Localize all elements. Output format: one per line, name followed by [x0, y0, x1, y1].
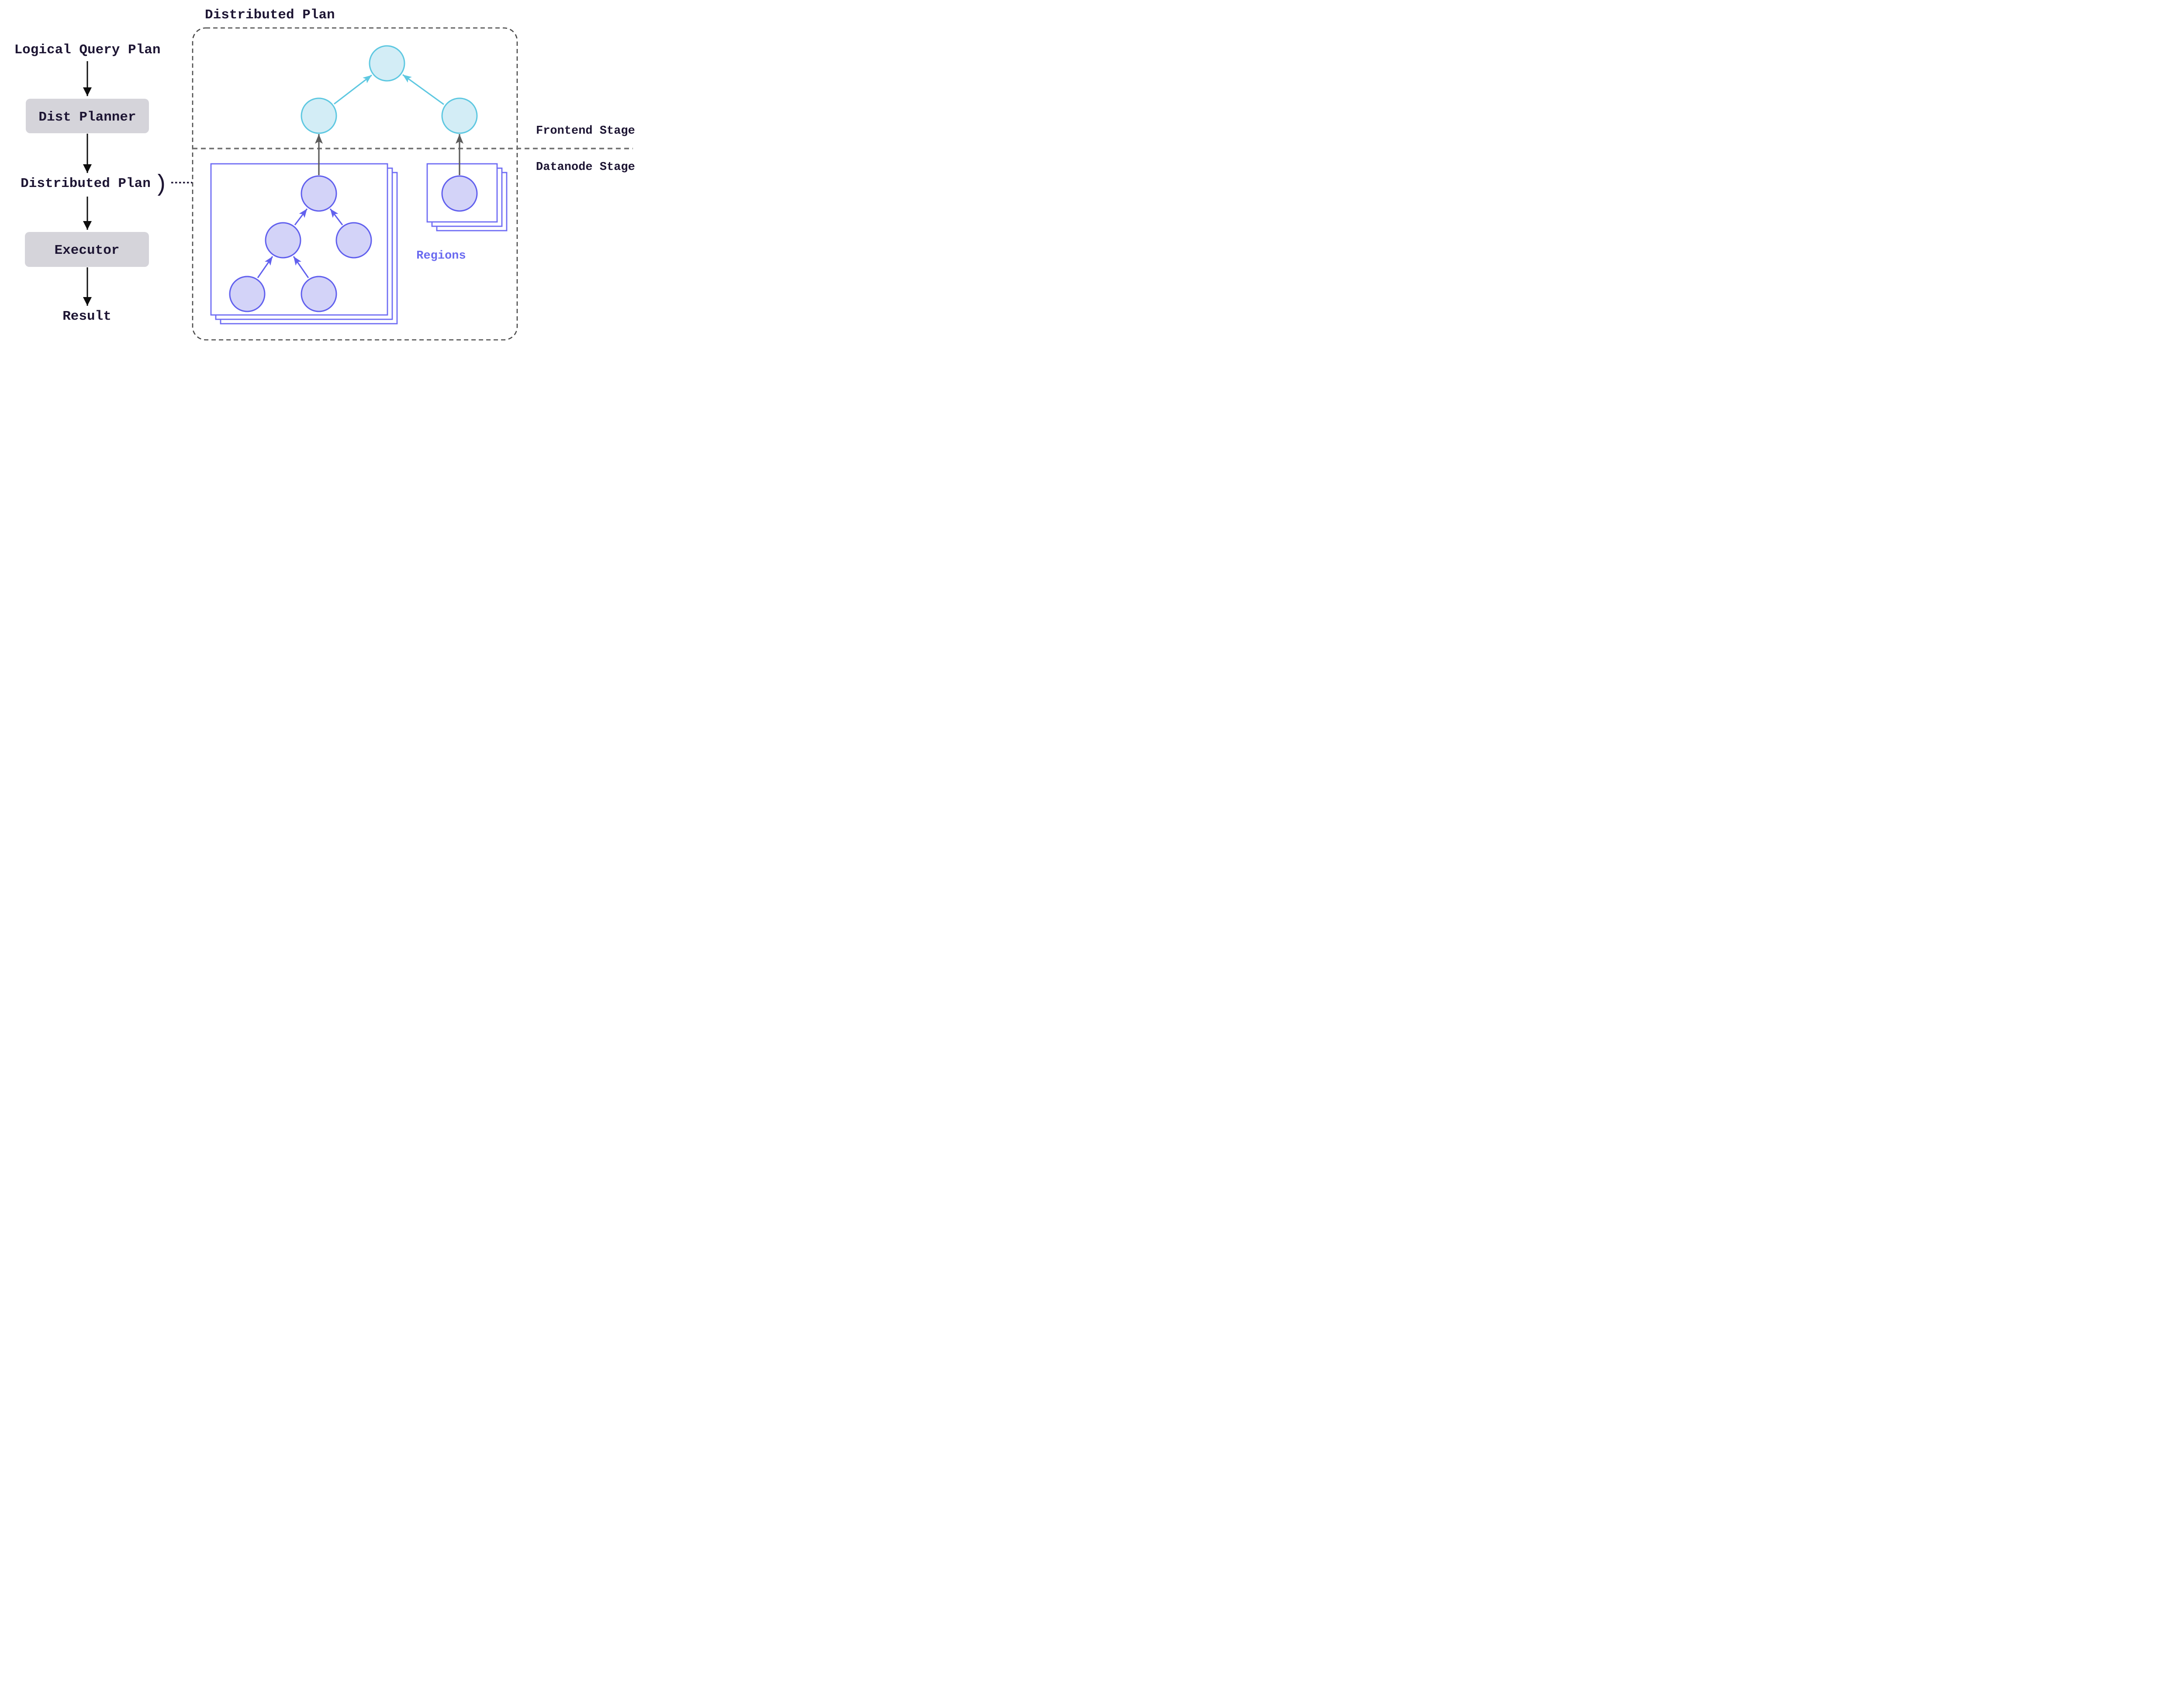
- executor-label: Executor: [55, 243, 120, 258]
- datanode-edge-leafleft-midleft: [257, 256, 273, 278]
- distributed-plan-container: [192, 27, 518, 341]
- dist-planner-box: [26, 99, 149, 133]
- datanode-mid-left-node: [265, 222, 301, 259]
- distributed-plan-title: Distributed Plan: [205, 7, 335, 23]
- datanode-edge-leafright-midleft: [293, 256, 309, 278]
- frontend-right-node: [441, 97, 478, 134]
- datanode-root-node: [301, 175, 337, 212]
- datanode-plan-tree: [229, 175, 478, 312]
- result-label: Result: [62, 309, 111, 324]
- distributed-plan-diagram: Distributed Plan Frontend Stage Datanode…: [0, 0, 638, 342]
- datanode-leaf-right-node: [301, 276, 337, 312]
- datanode-single-node: [441, 175, 478, 212]
- executor-box: [25, 232, 149, 267]
- logical-query-plan-label: Logical Query Plan: [14, 42, 161, 58]
- frontend-root-node: [369, 45, 405, 82]
- diagram-page: Distributed Plan Frontend Stage Datanode…: [0, 0, 638, 342]
- datanode-leaf-left-node: [229, 276, 266, 312]
- frontend-merge-tree: [301, 45, 478, 134]
- paren-bracket: ): [154, 172, 168, 198]
- frontend-stage-label: Frontend Stage: [536, 124, 635, 138]
- dist-planner-label: Dist Planner: [38, 110, 136, 125]
- frontend-edge-left-root: [334, 74, 372, 105]
- logical-flow: Logical Query Plan Dist Planner Distribu…: [14, 42, 192, 324]
- regions-label: Regions: [416, 249, 466, 263]
- frontend-left-node: [301, 97, 337, 134]
- frontend-edge-right-root: [402, 74, 444, 105]
- datanode-stage-label: Datanode Stage: [536, 161, 635, 174]
- datanode-edge-midleft-root: [294, 208, 308, 225]
- datanode-edge-midright-root: [329, 208, 343, 225]
- datanode-mid-right-node: [335, 222, 372, 259]
- distributed-plan-label: Distributed Plan: [21, 176, 151, 191]
